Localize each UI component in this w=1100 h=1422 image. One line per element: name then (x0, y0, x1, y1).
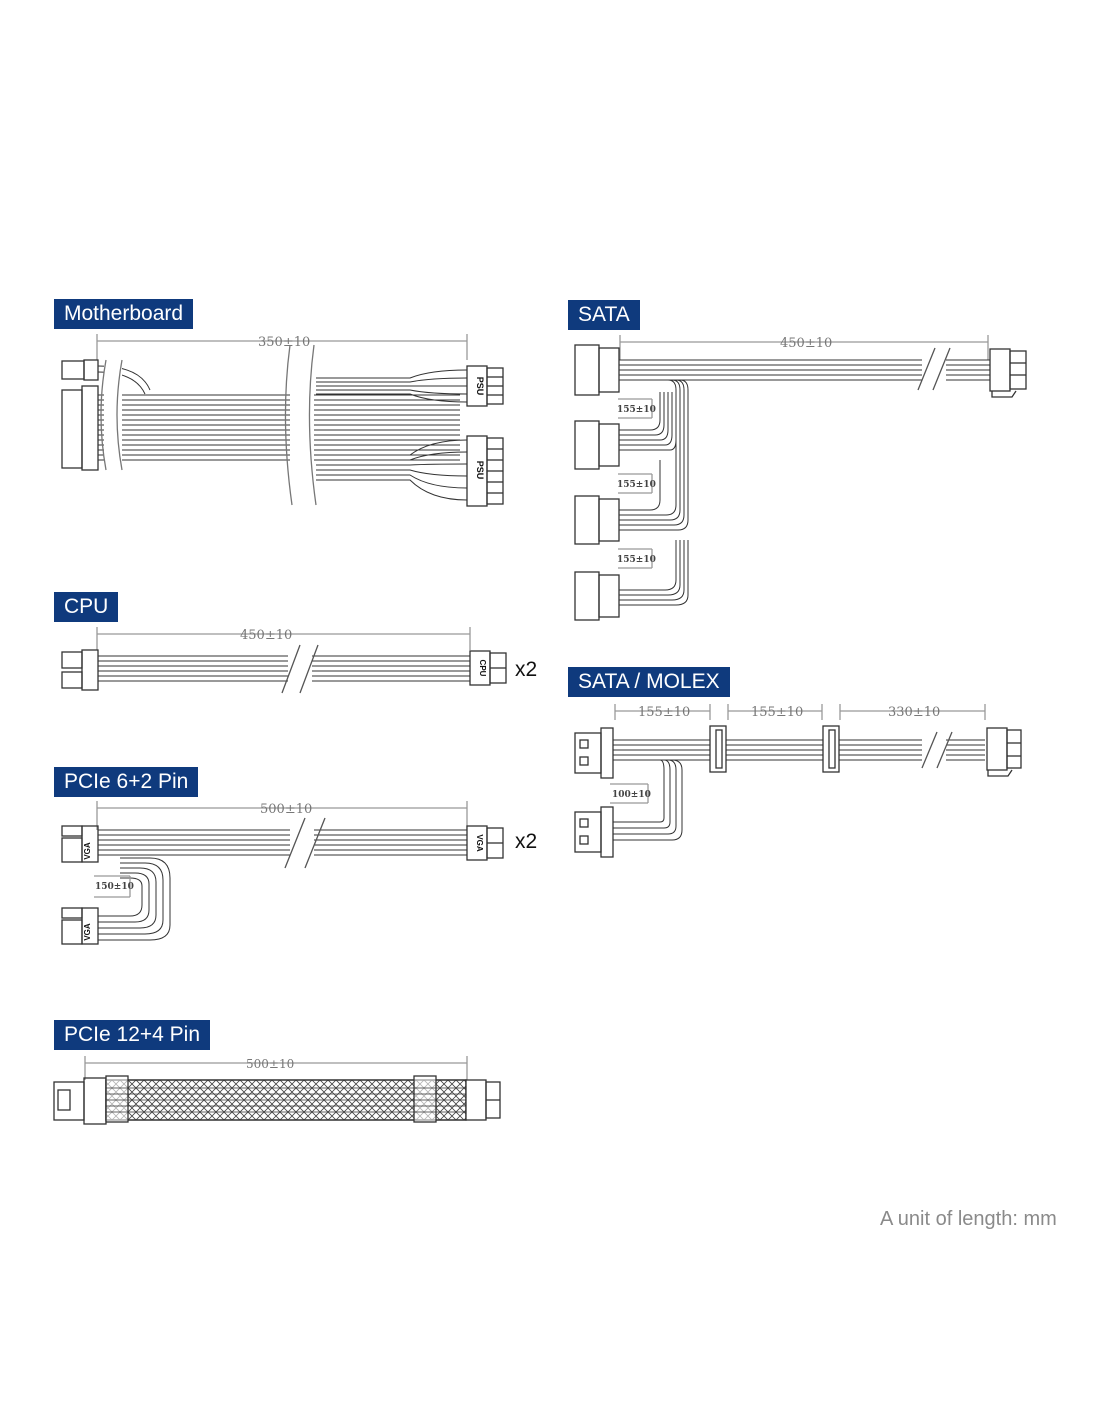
vga-connector-label-1: VGA (83, 842, 92, 860)
sata-molex-label: SATA / MOLEX (568, 667, 730, 697)
sata-molex-length-3: 330±10 (888, 705, 940, 720)
psu-connector-label-2: PSU (475, 461, 485, 480)
cpu-cable (61, 627, 507, 694)
pcie62-branch-length: 150±10 (95, 882, 134, 892)
motherboard-length: 350±10 (258, 335, 310, 350)
sata-length: 450±10 (780, 336, 832, 351)
sata-branch-length-3: 155±10 (617, 555, 656, 565)
cpu-length: 450±10 (240, 628, 292, 643)
pcie124-length: 500±10 (246, 1057, 294, 1071)
sata-molex-length-2: 155±10 (751, 705, 803, 720)
cpu-connector-label: CPU (478, 660, 487, 677)
sata-molex-length-1: 155±10 (638, 705, 690, 720)
sata-cable (574, 335, 1027, 621)
motherboard-label: Motherboard (54, 299, 194, 329)
vga-connector-label-2: VGA (475, 834, 484, 852)
pcie62-label: PCIe 6+2 Pin (54, 767, 199, 797)
sata-molex-branch-length: 100±10 (612, 790, 651, 800)
sata-label: SATA (568, 300, 640, 330)
pcie124-label: PCIe 12+4 Pin (54, 1020, 211, 1050)
pcie62-multiplier: x2 (515, 830, 537, 853)
sata-branch-length-2: 155±10 (617, 480, 656, 490)
psu-connector-label-1: PSU (475, 377, 485, 396)
cpu-label: CPU (54, 592, 119, 622)
cpu-multiplier: x2 (515, 658, 537, 681)
vga-connector-label-3: VGA (83, 923, 92, 941)
pcie62-length: 500±10 (260, 802, 312, 817)
unit-note: A unit of length: mm (880, 1208, 1057, 1230)
pcie124-cable (53, 1056, 501, 1125)
motherboard-cable (61, 334, 504, 507)
sata-molex-cable (574, 704, 1022, 858)
pcie62-cable (61, 801, 504, 945)
sata-branch-length-1: 155±10 (617, 405, 656, 415)
